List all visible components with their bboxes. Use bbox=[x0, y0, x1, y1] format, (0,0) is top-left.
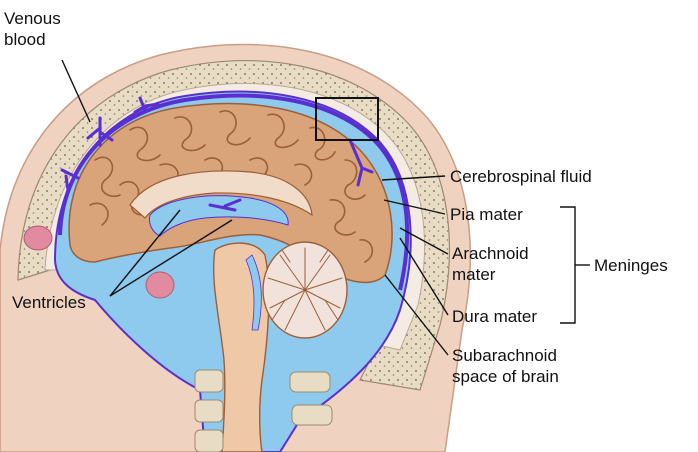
label-subarachnoid-line2: space of brain bbox=[452, 366, 559, 387]
cerebellum bbox=[263, 242, 347, 338]
label-meninges: Meninges bbox=[594, 255, 668, 276]
label-arachnoid-mater-line2: mater bbox=[452, 264, 529, 285]
frontal-sinus bbox=[24, 226, 52, 250]
label-cerebrospinal-fluid: Cerebrospinal fluid bbox=[450, 166, 592, 187]
label-venous-blood-line1: Venous bbox=[4, 8, 61, 29]
label-arachnoid-mater: Arachnoid mater bbox=[452, 243, 529, 285]
label-venous-blood-line2: blood bbox=[4, 29, 61, 50]
label-subarachnoid-line1: Subarachnoid bbox=[452, 345, 559, 366]
sphenoid-sinus bbox=[146, 272, 174, 298]
label-pia-mater: Pia mater bbox=[450, 204, 523, 225]
label-subarachnoid-space: Subarachnoid space of brain bbox=[452, 345, 559, 387]
label-dura-mater: Dura mater bbox=[452, 306, 537, 327]
label-ventricles: Ventricles bbox=[12, 292, 86, 313]
label-venous-blood: Venous blood bbox=[4, 8, 61, 50]
label-arachnoid-mater-line1: Arachnoid bbox=[452, 243, 529, 264]
